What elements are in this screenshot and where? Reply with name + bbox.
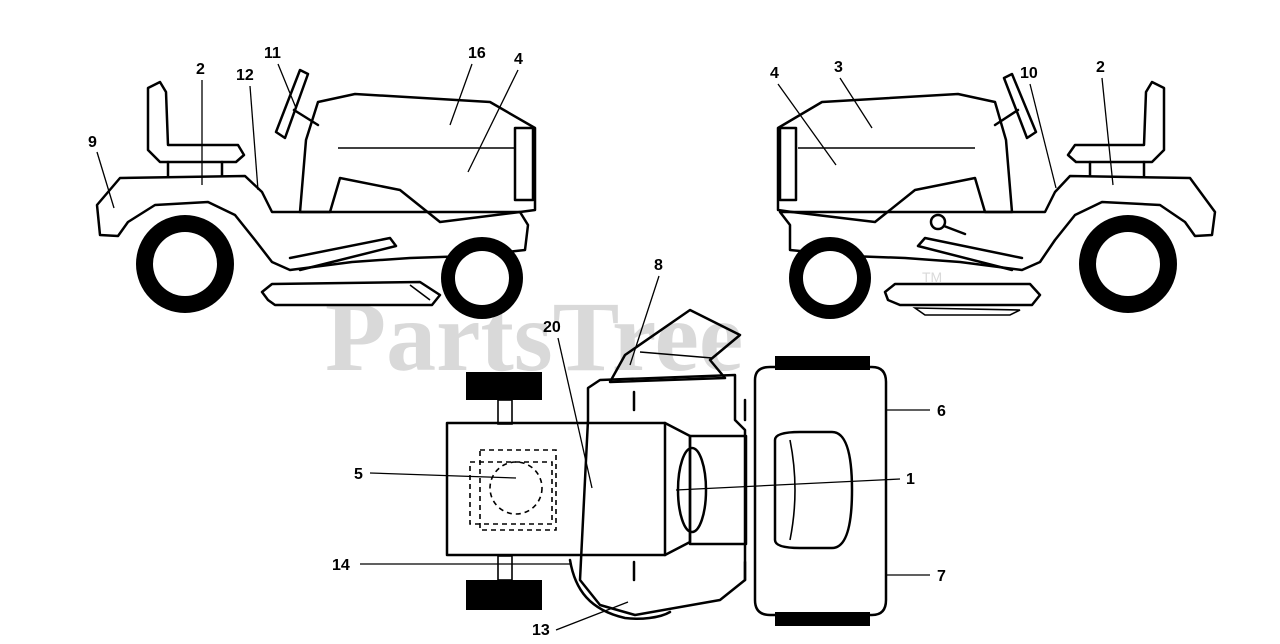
right-seat — [1066, 80, 1166, 164]
callout-4-left: 4 — [514, 51, 523, 68]
top-deck-side — [568, 558, 672, 620]
callout-12: 12 — [236, 67, 254, 84]
callout-20: 20 — [543, 319, 561, 336]
callout-8: 8 — [654, 257, 663, 274]
left-footrest — [288, 236, 398, 272]
top-hood — [445, 421, 667, 557]
top-mower-deck — [578, 373, 747, 617]
callout-4-right: 4 — [770, 65, 779, 82]
callout-2-right: 2 — [1096, 59, 1105, 76]
tractor-top-view — [445, 308, 888, 626]
watermark-trademark: TM — [922, 269, 942, 285]
left-mower-deck — [260, 280, 442, 307]
right-grille — [778, 126, 798, 202]
left-steering-wheel — [274, 68, 310, 140]
top-discharge-chute — [608, 308, 742, 384]
callout-6: 6 — [937, 403, 946, 420]
top-rear-body — [753, 365, 888, 617]
left-hood — [298, 92, 537, 224]
left-grille — [513, 126, 535, 202]
callout-2-left: 2 — [196, 61, 205, 78]
right-lift-knob — [929, 213, 947, 231]
left-deck-chute — [409, 284, 431, 301]
top-engine-outline — [469, 461, 553, 525]
callout-16: 16 — [468, 45, 486, 62]
callout-9: 9 — [88, 134, 97, 151]
right-steering-wheel — [1002, 72, 1038, 140]
callouts: 9 2 12 11 16 4 4 3 10 2 8 20 6 5 1 14 7 — [88, 45, 1114, 639]
tractor-right-side-view — [776, 72, 1217, 319]
callout-1: 1 — [906, 471, 915, 488]
left-rear-fender — [95, 174, 530, 272]
callout-14: 14 — [332, 557, 350, 574]
top-front-tire-lower — [466, 580, 542, 610]
top-front-tire-upper — [466, 372, 542, 400]
top-footrest — [688, 434, 748, 546]
callout-3: 3 — [834, 59, 843, 76]
callout-5: 5 — [354, 466, 363, 483]
right-rear-fender — [778, 174, 1217, 272]
tractor-left-side-view — [95, 68, 537, 319]
callout-10: 10 — [1020, 65, 1038, 82]
callout-11: 11 — [264, 45, 281, 62]
left-seat — [146, 80, 246, 164]
callout-7: 7 — [937, 568, 946, 585]
left-steering-column — [292, 108, 320, 127]
right-footrest — [916, 236, 1024, 272]
right-hood — [776, 92, 1014, 224]
right-mower-deck — [883, 282, 1042, 307]
callout-13: 13 — [532, 622, 550, 639]
top-seat — [773, 430, 854, 550]
